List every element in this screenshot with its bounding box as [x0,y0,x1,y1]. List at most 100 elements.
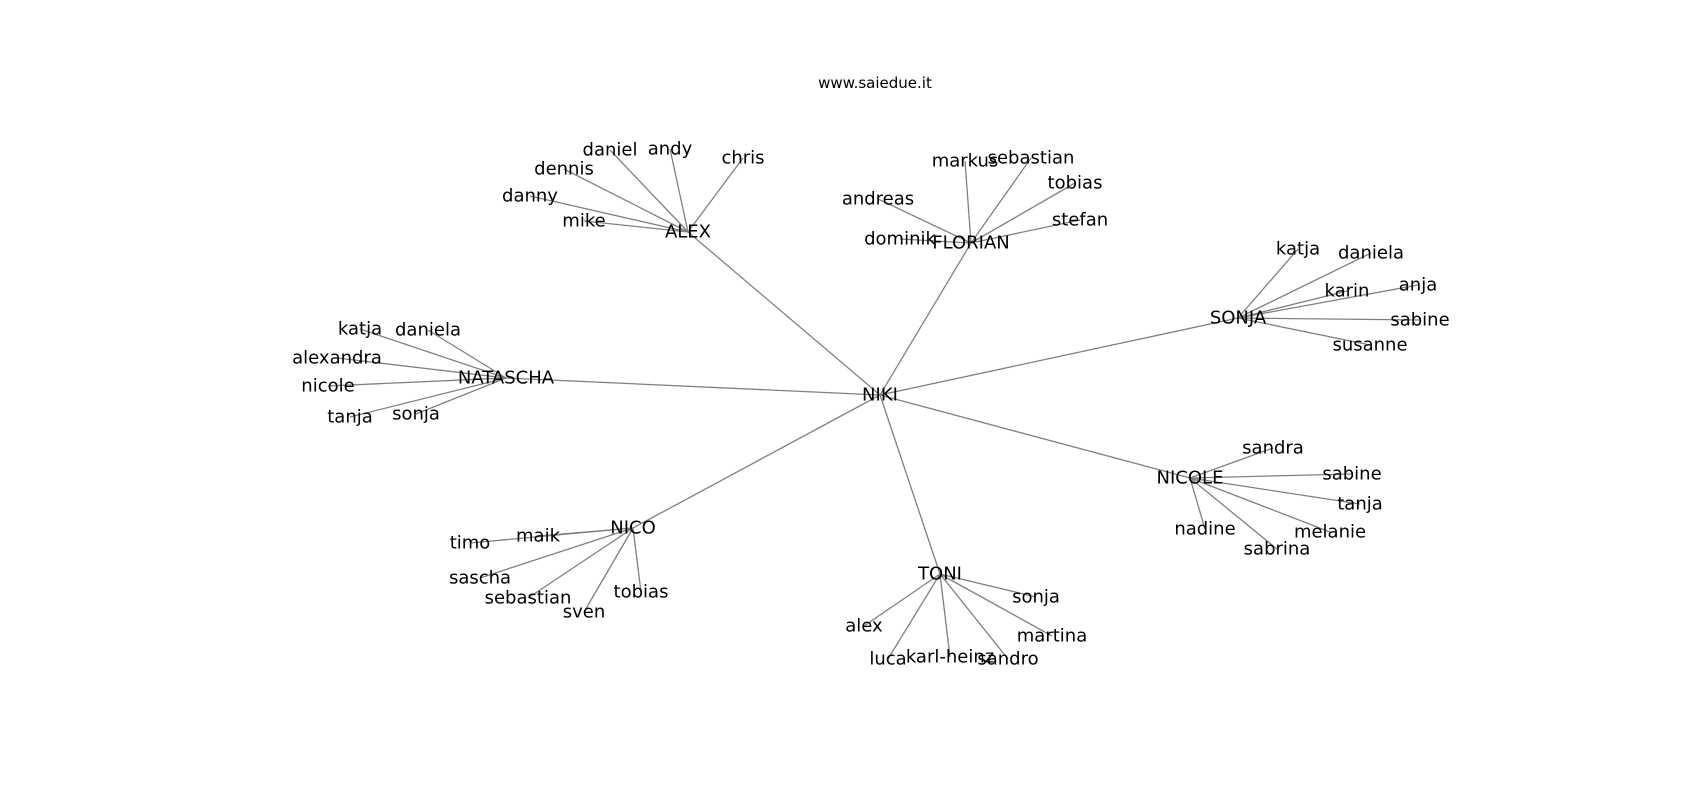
edge-root-nico [632,394,881,529]
node-leaf-nico-sascha: sascha [449,568,511,589]
edge-toni-sandro [939,573,1009,660]
edge-root-alex [687,231,881,396]
node-leaf-florian-markus: markus [932,151,999,172]
edge-natascha-tanja [349,377,507,418]
node-leaf-natascha-tanja: tanja [327,407,373,428]
node-leaf-toni-sonja: sonja [1012,587,1060,608]
edge-alex-mike [583,220,689,233]
edge-root-toni [879,394,941,575]
edge-alex-daniel [609,149,689,233]
edge-natascha-katja [359,328,507,379]
node-leaf-natascha-alexandra: alexandra [292,348,382,369]
node-leaf-alex-chris: chris [721,148,764,169]
edge-alex-chris [687,157,744,233]
edge-sonja-daniela [1237,252,1372,319]
edge-sonja-anja [1237,284,1419,319]
edge-florian-dominik [899,238,972,244]
node-group-toni: TONI [917,564,962,585]
node-leaf-nicole-melanie: melanie [1294,522,1366,543]
edge-root-florian [879,242,972,396]
edge-natascha-sonja [415,377,507,415]
node-leaf-nicole-tanja: tanja [1337,494,1383,515]
node-leaf-sonja-katja: katja [1276,239,1320,260]
node-leaf-florian-sebastian: sebastian [988,148,1075,169]
node-leaf-nico-tobias: tobias [614,582,669,603]
node-leaf-florian-stefan: stefan [1052,210,1108,231]
node-group-alex: ALEX [665,222,711,243]
edge-sonja-karin [1237,290,1348,319]
node-leaf-florian-andreas: andreas [842,189,914,210]
node-leaf-nicole-sabine: sabine [1322,464,1381,485]
node-leaf-nico-sven: sven [563,602,606,623]
edge-alex-danny [529,195,689,233]
edge-alex-dennis [563,168,689,233]
edge-natascha-nicole [327,377,507,387]
edge-sonja-katja [1237,248,1299,319]
edge-nico-maik [537,527,634,537]
edge-alex-andy [669,148,689,233]
edge-toni-karl-heinz [939,573,951,658]
edge-sonja-susanne [1237,317,1371,346]
node-leaf-alex-daniel: daniel [583,140,638,161]
edge-nicole-nadine [1189,477,1206,530]
edge-toni-sonja [939,573,1037,598]
edge-natascha-daniela [427,329,507,379]
node-leaf-alex-dennis: dennis [534,159,594,180]
node-leaf-toni-karl-heinz: karl-heinz [906,647,994,668]
node-leaf-nico-maik: maik [516,526,561,547]
node-leaf-toni-sandro: sandro [977,649,1038,670]
node-leaf-toni-luca: luca [869,649,906,670]
edges-layer [327,148,1421,660]
node-leaf-alex-mike: mike [562,211,605,232]
node-leaf-alex-danny: danny [502,186,558,207]
edge-nico-sebastian [527,527,634,599]
edge-nicole-sandra [1189,447,1274,479]
edge-root-nicole [879,394,1191,479]
node-leaf-natascha-daniela: daniela [395,320,461,341]
watermark-text: www.saiedue.it [818,74,932,92]
node-root: NIKI [862,385,898,406]
edge-nicole-melanie [1189,477,1331,533]
node-leaf-nico-sebastian: sebastian [485,588,572,609]
edge-nico-tobias [632,527,642,593]
node-group-nicole: NICOLE [1157,468,1224,489]
edge-root-sonja [879,317,1239,396]
edge-nico-sven [583,527,634,613]
node-leaf-nico-timo: timo [450,533,491,554]
node-leaf-florian-tobias: tobias [1048,173,1103,194]
node-group-natascha: NATASCHA [458,368,555,389]
edge-nico-sascha [479,527,634,579]
edge-root-natascha [505,377,881,396]
edge-florian-markus [964,160,972,244]
edge-florian-andreas [877,198,972,244]
node-leaf-natascha-katja: katja [338,319,382,340]
node-group-sonja: SONJA [1210,308,1267,329]
edge-natascha-alexandra [336,357,507,379]
edge-nicole-tanja [1189,477,1361,505]
node-leaf-sonja-sabine: sabine [1390,310,1449,331]
edge-nicole-sabrina [1189,477,1278,550]
node-leaf-toni-martina: martina [1017,626,1087,647]
edge-florian-sebastian [970,157,1032,244]
node-leaf-natascha-sonja: sonja [392,404,440,425]
node-leaf-sonja-karin: karin [1325,281,1370,302]
node-group-florian: FLORIAN [932,233,1010,254]
node-leaf-alex-andy: andy [648,139,693,160]
node-leaf-toni-alex: alex [845,616,883,637]
node-leaf-nicole-sandra: sandra [1242,438,1304,459]
edge-toni-martina [939,573,1053,637]
node-leaf-nicole-sabrina: sabrina [1244,539,1311,560]
node-leaf-sonja-susanne: susanne [1332,335,1407,356]
edge-toni-luca [887,573,941,660]
edge-nicole-sabine [1189,473,1353,479]
edge-sonja-sabine [1237,317,1421,321]
node-leaf-sonja-anja: anja [1399,275,1437,296]
edge-florian-tobias [970,182,1076,244]
node-leaf-florian-dominik: dominik [864,229,936,250]
node-leaf-sonja-daniela: daniela [1338,243,1404,264]
node-group-nico: NICO [610,518,656,539]
edge-florian-stefan [970,219,1081,244]
node-leaf-nicole-nadine: nadine [1174,519,1235,540]
